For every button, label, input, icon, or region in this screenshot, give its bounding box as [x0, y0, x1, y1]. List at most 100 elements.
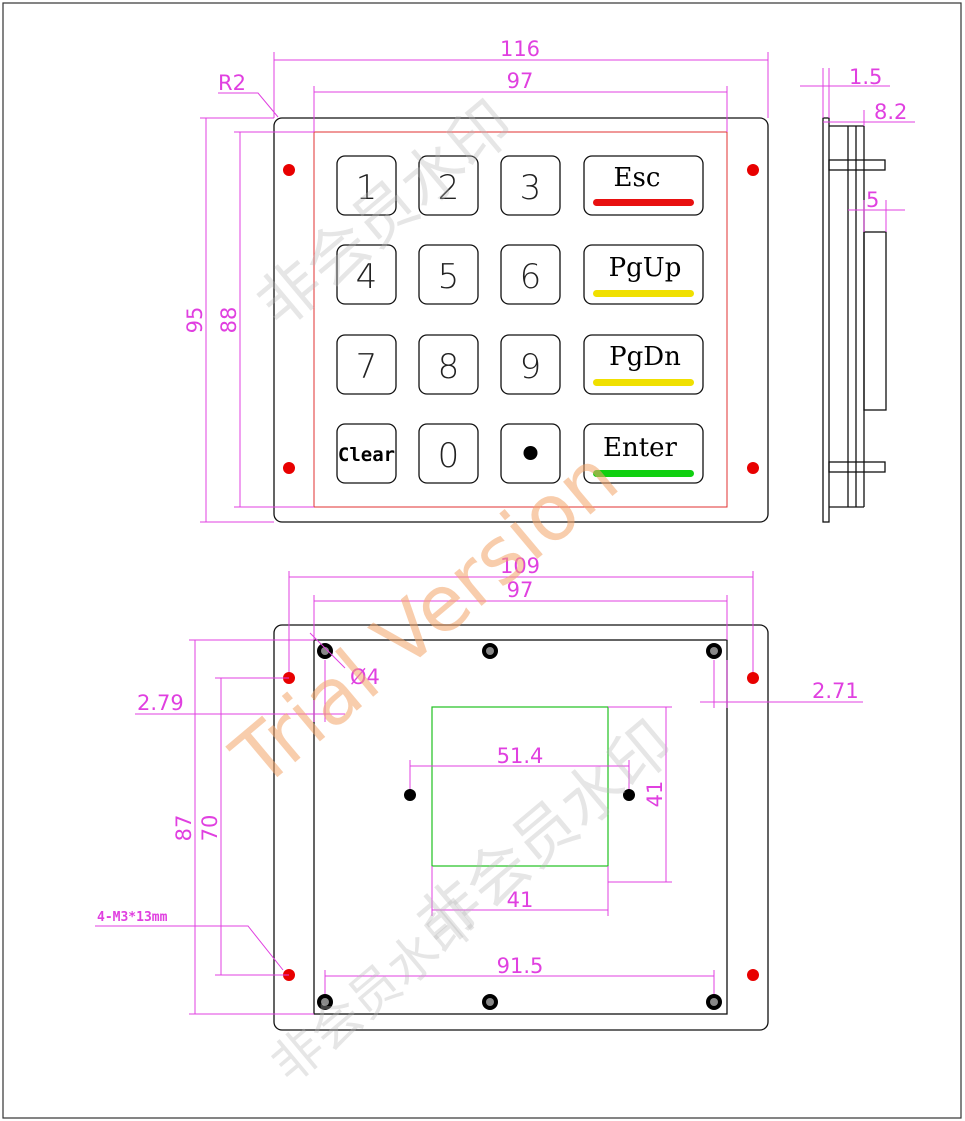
dim-left-offset: 2.79	[135, 660, 345, 722]
keypad-border	[313, 131, 728, 508]
dim-side-plate: 1.5	[800, 65, 890, 118]
dim-stud-height: 70	[198, 677, 289, 976]
enter-key-label: Enter	[603, 433, 678, 463]
esc-key-label: Esc	[614, 163, 661, 193]
connector-span-label: 51.4	[497, 744, 544, 768]
dim-back-keypad-width: 97	[313, 578, 728, 640]
digit-key-label: 8	[438, 347, 460, 387]
digit-key-label: 7	[356, 347, 378, 387]
digit-key-0[interactable]: 0	[418, 423, 479, 484]
esc-color-bar	[593, 199, 694, 206]
back-keypad-outline	[313, 639, 728, 1015]
digit-key-label: 3	[520, 168, 542, 208]
cn-watermark-bottom: 非会员水印	[260, 889, 489, 1094]
connector-hole-right	[623, 789, 635, 801]
front-view: 1 2 3 4 5 6 7 8 9 Clear 0 Esc PgUp PgDn	[183, 37, 769, 523]
dim-keypad-height: 88	[217, 131, 314, 508]
dot-key[interactable]	[500, 423, 561, 484]
back-keypad-width-label: 97	[507, 578, 534, 602]
right-offset-label: 2.71	[812, 679, 859, 703]
connector-hole-left	[404, 789, 416, 801]
dim-overall-height: 95	[183, 117, 274, 523]
front-hole-tl	[283, 164, 295, 176]
back-red-hole-br	[747, 969, 759, 981]
digit-key-label: 2	[438, 168, 460, 208]
front-hole-br	[747, 462, 759, 474]
digit-key-2[interactable]: 2	[418, 155, 479, 216]
digit-key-5[interactable]: 5	[418, 244, 479, 305]
back-red-hole-tr	[747, 672, 759, 684]
window-height-label: 41	[643, 781, 667, 808]
cn-watermark-top: 非会员水印	[243, 86, 527, 341]
digit-key-8[interactable]: 8	[418, 334, 479, 395]
back-hole-span-label: 109	[500, 554, 540, 578]
stud-bl	[317, 994, 333, 1010]
back-view: 109 97 Ø4 2.79 2.71 51.4	[95, 554, 863, 1031]
digit-key-label: 5	[438, 257, 460, 297]
connector-window	[431, 706, 609, 867]
dim-side-depth: 5	[848, 188, 905, 232]
corner-radius-label: R2	[218, 71, 246, 95]
dim-overall-width: 116	[273, 37, 769, 118]
dot-icon	[523, 446, 538, 460]
side-plate-label: 1.5	[849, 65, 882, 89]
pgdn-color-bar	[593, 379, 694, 386]
esc-key[interactable]: Esc	[583, 155, 704, 216]
pgdn-key-label: PgDn	[609, 342, 681, 372]
enter-key[interactable]: Enter	[583, 423, 704, 484]
back-height-label: 87	[172, 815, 196, 842]
window-width-label: 41	[507, 888, 534, 912]
digit-key-1[interactable]: 1	[336, 155, 397, 216]
digit-key-9[interactable]: 9	[500, 334, 561, 395]
clear-key[interactable]: Clear	[336, 423, 397, 484]
side-view: 1.5 8.2 5	[800, 65, 915, 523]
pgup-key-label: PgUp	[609, 253, 682, 283]
side-depth-label: 5	[866, 188, 879, 212]
dim-connector-span: 51.4	[409, 744, 630, 789]
front-hole-tr	[747, 164, 759, 176]
pgup-color-bar	[593, 290, 694, 297]
digit-key-6[interactable]: 6	[500, 244, 561, 305]
pgup-key[interactable]: PgUp	[583, 244, 704, 305]
dim-corner-radius: R2	[218, 71, 279, 118]
dim-window-height: 41	[608, 706, 672, 883]
dim-hole-diameter: Ø4	[309, 632, 380, 689]
mount-spec-label: 4-M3*13mm	[97, 910, 168, 925]
digit-key-4[interactable]: 4	[336, 244, 397, 305]
dim-stud-span: 91.5	[324, 954, 715, 994]
hole-diameter-label: Ø4	[350, 665, 380, 689]
digit-key-label: 6	[520, 257, 542, 297]
side-total-label: 8.2	[874, 100, 907, 124]
digit-key-label: 0	[438, 436, 460, 476]
stud-tc	[482, 643, 498, 659]
clear-key-label: Clear	[338, 444, 395, 466]
front-panel-outline	[273, 117, 769, 523]
dim-keypad-width: 97	[313, 69, 728, 132]
digit-key-label: 4	[356, 257, 378, 297]
enter-color-bar	[593, 470, 694, 477]
stud-tl	[317, 643, 333, 659]
keypad-width-label: 97	[507, 69, 534, 93]
front-hole-bl	[283, 462, 295, 474]
dim-back-hole-span: 109	[288, 554, 754, 672]
dim-back-height: 87	[172, 639, 314, 1015]
overall-height-label: 95	[183, 307, 207, 334]
dim-mount-spec: 4-M3*13mm	[95, 910, 284, 971]
stud-tr	[706, 643, 722, 659]
dim-window-width: 41	[431, 866, 609, 916]
stud-height-label: 70	[198, 815, 222, 842]
trial-watermark: Trial Version	[216, 433, 635, 805]
digit-key-7[interactable]: 7	[336, 334, 397, 395]
stud-br	[706, 994, 722, 1010]
stud-bc	[482, 994, 498, 1010]
digit-key-label: 1	[356, 168, 378, 208]
pgdn-key[interactable]: PgDn	[583, 334, 704, 395]
dim-side-total: 8.2	[823, 100, 915, 126]
keypad-height-label: 88	[217, 307, 241, 334]
overall-width-label: 116	[500, 37, 540, 61]
stud-span-label: 91.5	[497, 954, 544, 978]
digit-key-3[interactable]: 3	[500, 155, 561, 216]
digit-key-label: 9	[520, 347, 542, 387]
left-offset-label: 2.79	[137, 691, 184, 715]
